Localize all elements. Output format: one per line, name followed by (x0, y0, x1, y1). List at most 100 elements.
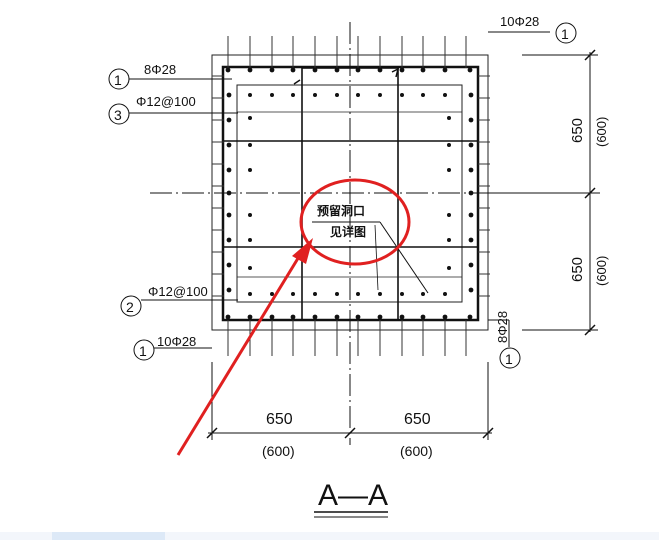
dim-right-upper: 650 (569, 118, 586, 143)
label-top-left: 8Φ28 (144, 62, 176, 77)
rebar-dot (312, 67, 318, 73)
rebar-dot (468, 287, 474, 293)
rebar-dot (226, 287, 232, 293)
rebar-dot (442, 314, 448, 320)
rebar-dot (443, 93, 447, 97)
note-line-1: 预留洞口 (317, 203, 365, 218)
rebar-dot (447, 238, 451, 242)
dim-right-tick-3 (584, 324, 596, 336)
marker-bottom-right (499, 347, 521, 369)
rebar-dot (355, 67, 361, 73)
rebar-dot (447, 266, 451, 270)
dim-bottom-tick-2 (344, 427, 356, 439)
rebar-dot (447, 143, 451, 147)
hook-top-right (391, 67, 400, 78)
rebar-dot (467, 67, 473, 73)
rebar-dot (248, 292, 252, 296)
marker-bottom-left (133, 339, 155, 361)
label-stirrup-top: Φ12@100 (136, 94, 196, 109)
marker-top-right-num: 1 (561, 26, 569, 42)
highlight-arrow-head (292, 238, 313, 264)
rebar-dot (447, 213, 451, 217)
rebar-dot (468, 92, 474, 98)
rebar-dot (248, 168, 252, 172)
rebar-dot (468, 262, 474, 268)
rebar-dot (356, 93, 360, 97)
rebar-dot (468, 167, 474, 173)
rebar-dot (248, 266, 252, 270)
rebar-dot (226, 190, 232, 196)
rebar-dot (443, 292, 447, 296)
rebar-dot (468, 237, 474, 243)
rebar-dot (468, 117, 474, 123)
stirrup-outer (236, 84, 463, 303)
rebar-dot (269, 314, 275, 320)
marker-top-left-num: 1 (114, 72, 122, 88)
rebar-dot (313, 93, 317, 97)
rebar-dot (248, 213, 252, 217)
rebar-dot (225, 67, 231, 73)
rebar-dot (248, 116, 252, 120)
dim-bottom-tick-3 (482, 427, 494, 439)
marker-bottom-right-num: 1 (505, 351, 513, 367)
rebar-tie-lines (212, 36, 490, 356)
rebar-dot (421, 93, 425, 97)
rebar-dot (226, 237, 232, 243)
rebar-dot (269, 67, 275, 73)
rebar-dot (270, 292, 274, 296)
marker-stirrup-bottom-num: 2 (126, 299, 134, 315)
rebar-dot (226, 212, 232, 218)
rebar-dot (378, 292, 382, 296)
rebar-dot (226, 92, 232, 98)
dim-bottom-tick-1 (206, 427, 218, 439)
rebar-dot (355, 314, 361, 320)
rebar-dots (225, 67, 474, 320)
rebar-dot (312, 314, 318, 320)
note-leader-2 (374, 224, 379, 291)
marker-bottom-left-num: 1 (139, 343, 147, 359)
rebar-dot (400, 93, 404, 97)
marker-stirrup-top-num: 3 (114, 107, 122, 123)
rebar-dot (247, 67, 253, 73)
rebar-dot (334, 314, 340, 320)
note-leader (379, 221, 429, 294)
dim-bottom-left: 650 (266, 411, 293, 428)
label-top-right: 10Φ28 (500, 14, 539, 29)
dim-right-upper-paren: (600) (594, 117, 609, 147)
rebar-dot (334, 67, 340, 73)
label-stirrup-bottom: Φ12@100 (148, 284, 208, 299)
rebar-dot (420, 67, 426, 73)
rebar-dot (378, 93, 382, 97)
section-title: A—A (318, 479, 388, 512)
rebar-dot (290, 314, 296, 320)
rebar-dot (335, 93, 339, 97)
rebar-dot (291, 292, 295, 296)
rebar-dot (248, 238, 252, 242)
rebar-dot (399, 67, 405, 73)
bottom-tab[interactable] (52, 532, 165, 540)
rebar-dot (447, 168, 451, 172)
rebar-dot (421, 292, 425, 296)
rebar-dot (226, 262, 232, 268)
rebar-dot (377, 314, 383, 320)
hook-top-left (293, 79, 301, 85)
rebar-dot (467, 314, 473, 320)
label-bottom-right: 8Φ28 (495, 311, 510, 343)
note-line-2: 见详图 (330, 224, 366, 239)
dim-bottom-left-paren: (600) (262, 443, 295, 459)
rebar-dot (290, 67, 296, 73)
rebar-dot (335, 292, 339, 296)
rebar-dot (468, 212, 474, 218)
rebar-dot (377, 67, 383, 73)
rebar-dot (468, 142, 474, 148)
dim-right-tick-2 (584, 187, 596, 199)
rebar-dot (468, 190, 474, 196)
highlight-arrow-shaft (176, 254, 302, 456)
rebar-dot (447, 116, 451, 120)
dim-right-lower-paren: (600) (594, 256, 609, 286)
rebar-dot (420, 314, 426, 320)
rebar-dot (270, 93, 274, 97)
marker-top-right (555, 22, 577, 44)
rebar-dot (247, 314, 253, 320)
